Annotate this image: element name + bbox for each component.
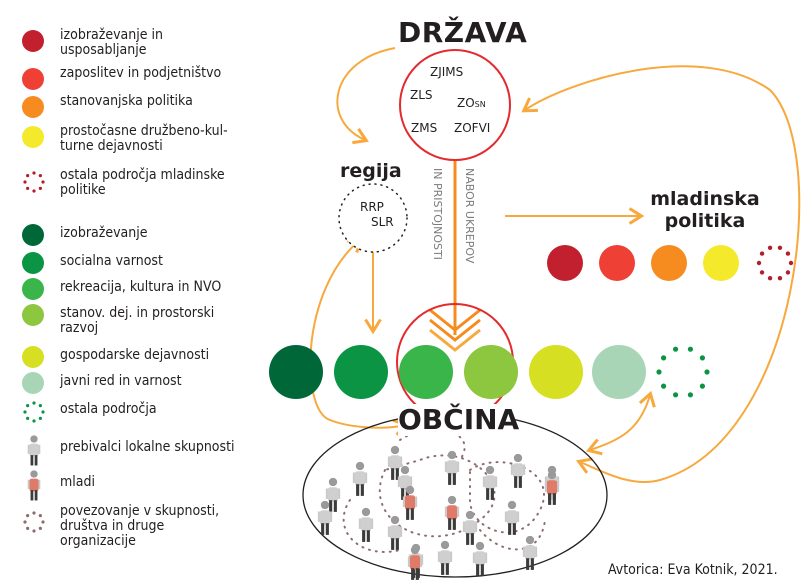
region-circle [338, 183, 408, 253]
legend-label: gospodarske dejavnosti [60, 347, 210, 363]
state-title: DRŽAVA [398, 16, 528, 49]
arrow-region-municipality-loop [309, 237, 410, 436]
legend-color-swatch [22, 30, 44, 52]
municipal-area-circle [464, 345, 518, 399]
legend-color-swatch [22, 252, 44, 274]
municipal-area-circle-other [656, 346, 710, 398]
legend-label: rekreacija, kultura in NVO [60, 279, 222, 295]
legend-color-swatch [22, 96, 44, 118]
legend-label: mladi [60, 474, 95, 490]
youth-policy-circle-other [756, 245, 794, 281]
resident-person-icon [27, 435, 41, 466]
region-act-slr: SLR [371, 215, 394, 229]
youth-policy-circle [651, 245, 687, 281]
resident-person-icon [352, 461, 368, 496]
legend-label: izobraževanje in usposabljanje [60, 27, 163, 58]
state-act-zo-sub: SN [474, 100, 486, 109]
youth-policy-circle [703, 245, 739, 281]
legend-label: socialna varnost [60, 253, 163, 269]
resident-person-icon [510, 453, 526, 488]
youth-policy-circle [599, 245, 635, 281]
municipal-area-circle [592, 345, 646, 399]
state-circle [399, 49, 511, 161]
flow-arrows [309, 47, 801, 483]
legend-color-swatch [22, 278, 44, 300]
region-act-rrp: RRP [360, 200, 384, 214]
credit-text: Avtorica: Eva Kotnik, 2021. [608, 562, 778, 578]
arrow-youth-policy-municipality [585, 390, 656, 456]
municipality-circle [302, 412, 608, 578]
resident-person-icon [387, 515, 403, 550]
region-title: regija [340, 160, 402, 182]
youth-person-icon [27, 470, 41, 501]
relevance-label: IN PRISTOJNOSTI [431, 168, 444, 260]
measures-labels: NABOR UKREPOV IN PRISTOJNOSTI [431, 168, 476, 264]
resident-person-icon [317, 500, 333, 535]
legend-label: stanovanjska politika [60, 93, 193, 109]
state-act-zls: ZLS [410, 88, 433, 102]
legend-label: zaposlitev in podjetništvo [60, 65, 222, 81]
youth-person-icon [407, 545, 423, 580]
resident-person-icon [522, 535, 538, 570]
state-act-zo-main: ZO [457, 96, 475, 110]
state-act-zofvi: ZOFVI [454, 121, 491, 135]
legend-label: ostala področja mladinske politike [60, 167, 225, 198]
arrow-state-to-region [336, 47, 396, 145]
municipal-area-circle [334, 345, 388, 399]
dotted-ring-icon [23, 511, 45, 533]
legend-label: ostala področja [60, 401, 157, 417]
resident-person-icon [444, 450, 460, 485]
municipal-area-circle [269, 345, 323, 399]
legend-label: prebivalci lokalne skupnosti [60, 439, 235, 455]
resident-person-icon [358, 507, 374, 542]
legend-label: prostočasne družbeno-kul- turne dejavnos… [60, 123, 228, 154]
municipal-area-circle [399, 345, 453, 399]
legend-color-swatch [22, 68, 44, 90]
dotted-ring-icon [23, 401, 45, 423]
legend-label: povezovanje v skupnosti, društva in drug… [60, 503, 220, 549]
legend-label: javni red in varnost [60, 373, 182, 389]
dynamic-marks [269, 245, 794, 580]
legend-color-swatch [22, 224, 44, 246]
resident-person-icon [27, 435, 41, 466]
legend-color-swatch [22, 346, 44, 368]
state-act-zjims: ZJIMS [430, 65, 464, 79]
state-act-zo: ZOSN [457, 96, 486, 110]
state-act-zms: ZMS [411, 121, 438, 135]
municipality-title: OBČINA [398, 403, 520, 436]
legend-label: izobraževanje [60, 225, 148, 241]
legend-label: stanov. dej. in prostorski razvoj [60, 305, 215, 336]
legend-color-swatch [22, 304, 44, 326]
arrow-state-municipality-loop [521, 65, 801, 483]
measures-label: NABOR UKREPOV [463, 168, 476, 264]
legend-color-swatch [22, 372, 44, 394]
municipal-area-circle [529, 345, 583, 399]
resident-person-icon [462, 510, 478, 545]
youth-person-icon [27, 470, 41, 501]
resident-person-icon [504, 500, 520, 535]
resident-person-icon [472, 541, 488, 576]
youth-person-icon [402, 485, 418, 520]
resident-person-icon [482, 465, 498, 500]
resident-person-icon [325, 477, 341, 512]
legend-color-swatch [22, 126, 44, 148]
resident-person-icon [437, 540, 453, 575]
resident-person-icon [387, 445, 403, 480]
youth-person-icon [544, 470, 560, 505]
resident-person-icon [397, 465, 413, 500]
legend: izobraževanje in usposabljanje zaposlitev… [0, 0, 290, 587]
dotted-ring-icon [23, 171, 45, 193]
youth-person-icon [444, 495, 460, 530]
youth-policy-title: mladinska politika [650, 188, 760, 232]
youth-policy-circle [547, 245, 583, 281]
